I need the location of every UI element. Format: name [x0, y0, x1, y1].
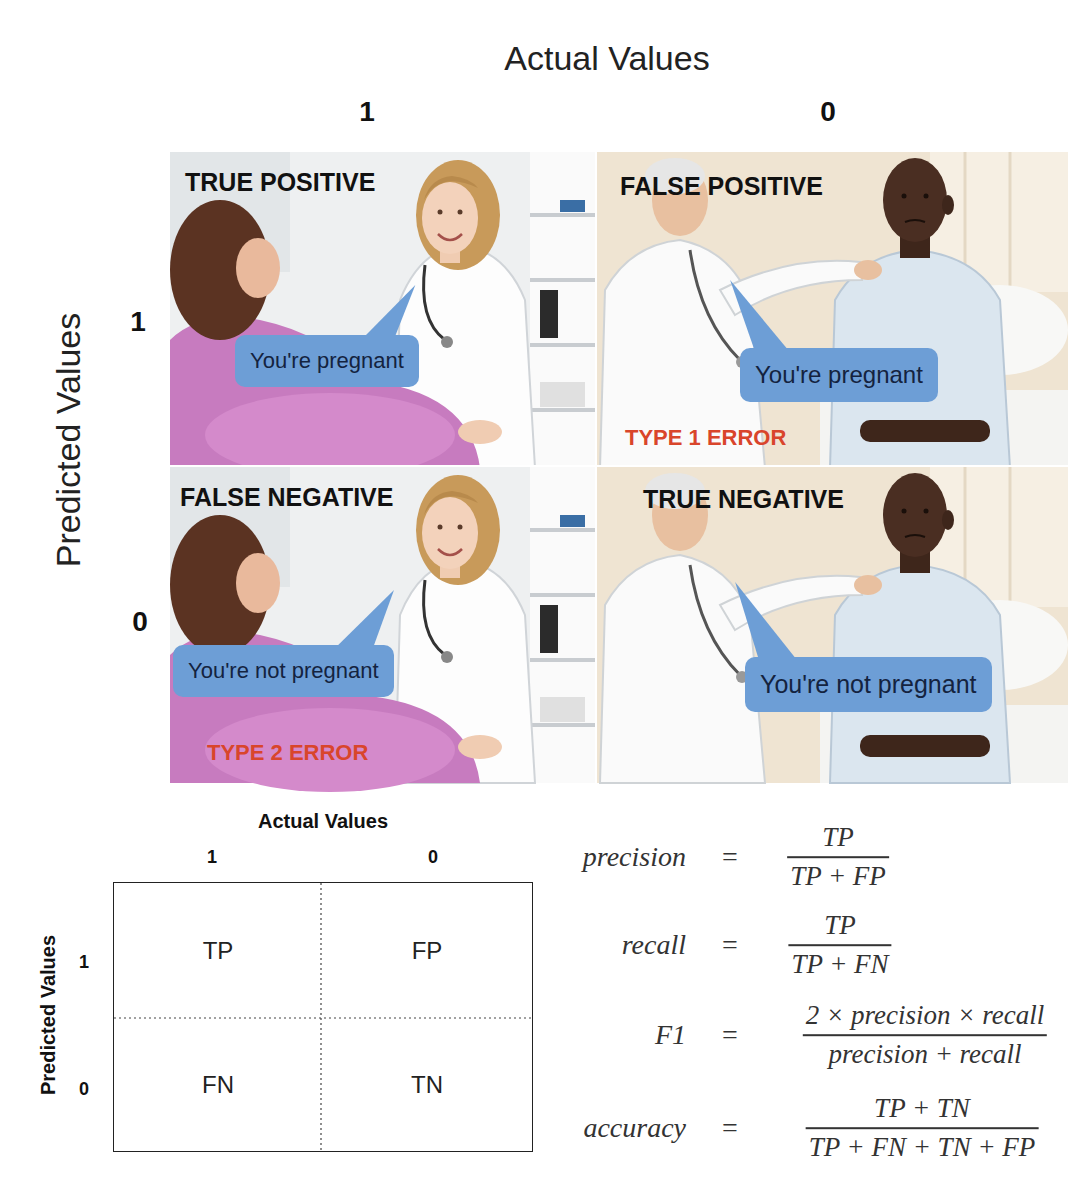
- fraction-top: TP + TN: [871, 1093, 973, 1124]
- axis-title: Predicted Values: [37, 935, 60, 1095]
- photo-panel: FALSE NEGATIVE TYPE 2 ERROR You're not pre…: [170, 467, 595, 783]
- axis-title: Predicted Values: [49, 313, 88, 568]
- cell-text: TP: [203, 937, 234, 965]
- axis-value: 1: [207, 847, 217, 868]
- equals-sign: =: [722, 841, 738, 873]
- denominator: TP + FP: [787, 861, 889, 892]
- equals-sign: =: [722, 1019, 738, 1051]
- axis-value: 1: [359, 96, 375, 128]
- panel-heading: FALSE NEGATIVE: [180, 483, 393, 512]
- bubble-text: You're not pregnant: [188, 658, 379, 684]
- metric-name: F1: [655, 1019, 686, 1051]
- fraction-top: 2 × precision × recall: [803, 1000, 1047, 1031]
- fraction-bar: [806, 1127, 1039, 1129]
- speech-bubble: You're not pregnant: [745, 657, 992, 712]
- photo-panel: FALSE POSITIVE TYPE 1 ERROR You're pregnan…: [597, 152, 1068, 465]
- confusion-matrix: TP FP FN TN: [113, 882, 533, 1152]
- matrix-cell: FP: [322, 883, 532, 1019]
- axis-value: 0: [79, 1079, 89, 1100]
- metric-name: recall: [622, 929, 686, 961]
- cell-text: TN: [411, 1071, 443, 1099]
- fraction: 2 × precision × recall precision + recall: [803, 1000, 1047, 1070]
- axis-value: 0: [820, 96, 836, 128]
- fraction-bar: [788, 944, 891, 946]
- matrix-cell: TP: [114, 883, 322, 1019]
- numerator: TP: [821, 910, 859, 941]
- numerator: TP: [819, 822, 857, 853]
- error-type: TYPE 1 ERROR: [625, 425, 786, 451]
- speech-bubble: You're not pregnant: [173, 645, 394, 697]
- matrix-cell: FN: [114, 1019, 322, 1151]
- axis-title: Actual Values: [504, 39, 709, 78]
- bubble-text: You're not pregnant: [760, 670, 977, 699]
- denominator: TP + FN: [788, 949, 891, 980]
- equals-sign: =: [722, 929, 738, 961]
- bubble-text: You're pregnant: [250, 348, 404, 374]
- metric-name: precision: [583, 841, 686, 873]
- cell-text: FP: [412, 937, 443, 965]
- speech-bubble: You're pregnant: [740, 348, 938, 402]
- speech-bubble: You're pregnant: [235, 335, 419, 387]
- photo-panel: TRUE NEGATIVE You're not pregnant: [597, 467, 1068, 783]
- metric-name: accuracy: [583, 1112, 686, 1144]
- numerator: TP + TN: [871, 1093, 973, 1124]
- axis-title: Actual Values: [258, 810, 388, 833]
- axis-value: 0: [428, 847, 438, 868]
- fraction: TP + TN TP + FN + TN + FP: [806, 1093, 1039, 1163]
- panel-heading: TRUE POSITIVE: [185, 168, 375, 197]
- fraction-bottom: TP + FP: [787, 861, 889, 892]
- bubble-text: You're pregnant: [755, 361, 923, 389]
- fraction-bottom: TP + FN + TN + FP: [806, 1132, 1039, 1163]
- matrix-cell: TN: [322, 1019, 532, 1151]
- axis-value: 1: [130, 306, 146, 338]
- axis-value: 1: [79, 952, 89, 973]
- fraction-bottom: TP + FN: [788, 949, 891, 980]
- cell-text: FN: [202, 1071, 234, 1099]
- photo-panel: TRUE POSITIVE You're pregnant: [170, 152, 595, 465]
- denominator: TP + FN + TN + FP: [806, 1132, 1039, 1163]
- numerator: 2 × precision × recall: [803, 1000, 1047, 1031]
- fraction: TP TP + FN: [788, 910, 891, 980]
- equals-sign: =: [722, 1112, 738, 1144]
- panel-heading: FALSE POSITIVE: [620, 172, 823, 201]
- fraction-top: TP: [819, 822, 857, 853]
- axis-value: 0: [132, 606, 148, 638]
- fraction-top: TP: [821, 910, 859, 941]
- fraction-bar: [787, 856, 889, 858]
- panel-heading: TRUE NEGATIVE: [643, 485, 844, 514]
- fraction-bar: [803, 1034, 1047, 1036]
- error-type: TYPE 2 ERROR: [207, 740, 368, 766]
- fraction-bottom: precision + recall: [825, 1039, 1024, 1070]
- denominator: precision + recall: [825, 1039, 1024, 1070]
- fraction: TP TP + FP: [787, 822, 889, 892]
